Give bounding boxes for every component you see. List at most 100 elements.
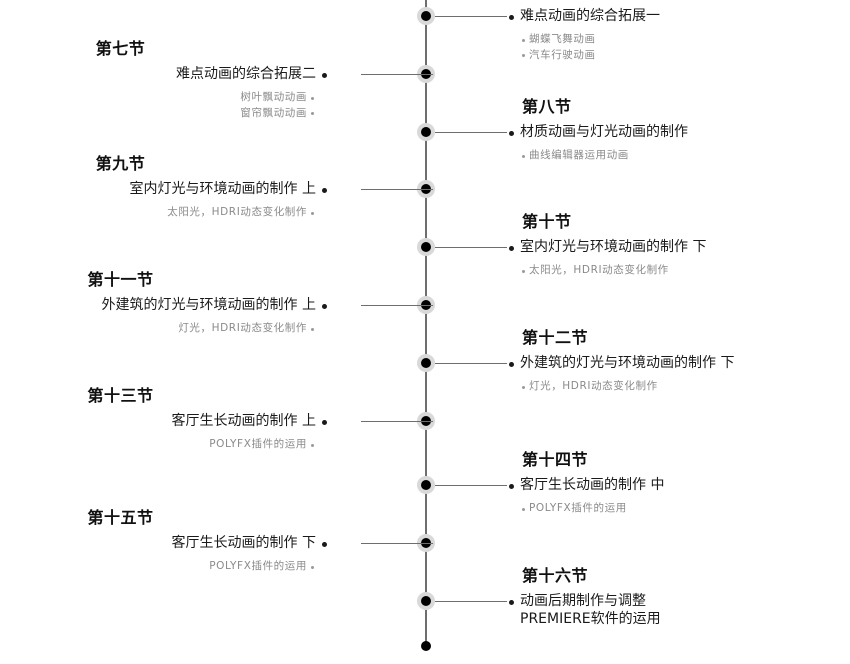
sub-bullet-icon bbox=[522, 269, 525, 273]
entry-sub-item: 曲线编辑器运用动画 bbox=[509, 148, 839, 163]
bullet-icon bbox=[509, 15, 514, 20]
entry-main-row: 难点动画的综合拓展一 bbox=[509, 7, 839, 25]
section-title: 第十二节 bbox=[522, 328, 589, 347]
entry-sub-list: POLYFX插件的运用 bbox=[509, 501, 839, 516]
timeline-entry[interactable]: 第七节难点动画的综合拓展二树叶飘动动画窗帘飘动动画 bbox=[0, 39, 327, 121]
section-title: 第十六节 bbox=[522, 566, 589, 585]
section-title: 第十四节 bbox=[522, 450, 589, 469]
timeline-connector bbox=[435, 485, 507, 486]
entry-sub-list: 灯光，HDRI动态变化制作 bbox=[509, 379, 839, 394]
timeline-connector bbox=[435, 363, 507, 364]
entry-main-row: 材质动画与灯光动画的制作 bbox=[509, 123, 839, 141]
timeline-connector bbox=[435, 16, 507, 17]
bullet-icon bbox=[509, 484, 514, 489]
entry-main-row: 室内灯光与环境动画的制作 上 bbox=[0, 180, 327, 198]
timeline-connector bbox=[435, 247, 507, 248]
sub-bullet-icon bbox=[311, 96, 314, 100]
timeline-entry[interactable]: 难点动画的综合拓展一蝴蝶飞舞动画汽车行驶动画 bbox=[509, 7, 839, 63]
entry-sub-item: POLYFX插件的运用 bbox=[0, 559, 327, 574]
entry-sub-item: 灯光，HDRI动态变化制作 bbox=[0, 321, 327, 336]
timeline-entry[interactable]: 第十六节动画后期制作与调整 PREMIERE软件的运用 bbox=[509, 566, 839, 629]
timeline-connector bbox=[361, 189, 433, 190]
sub-bullet-icon bbox=[522, 154, 525, 158]
entry-main-text: 室内灯光与环境动画的制作 下 bbox=[520, 239, 707, 255]
timeline-end-dot bbox=[421, 641, 431, 651]
entry-sub-item: 灯光，HDRI动态变化制作 bbox=[509, 379, 839, 394]
entry-sub-list: POLYFX插件的运用 bbox=[0, 437, 327, 452]
timeline-node[interactable] bbox=[417, 123, 435, 141]
sub-bullet-icon bbox=[522, 38, 525, 42]
bullet-icon bbox=[509, 246, 514, 251]
timeline-node[interactable] bbox=[417, 238, 435, 256]
timeline-entry[interactable]: 第十二节外建筑的灯光与环境动画的制作 下灯光，HDRI动态变化制作 bbox=[509, 328, 839, 395]
entry-sub-text: POLYFX插件的运用 bbox=[529, 502, 627, 515]
section-title: 第八节 bbox=[522, 97, 572, 116]
sub-bullet-icon bbox=[522, 507, 525, 511]
bullet-icon bbox=[322, 542, 327, 547]
sub-bullet-icon bbox=[522, 53, 525, 57]
entry-sub-text: 蝴蝶飞舞动画 bbox=[529, 33, 596, 46]
entry-sub-text: 灯光，HDRI动态变化制作 bbox=[529, 380, 658, 393]
bullet-icon bbox=[322, 420, 327, 425]
timeline-node[interactable] bbox=[417, 7, 435, 25]
entry-sub-item: POLYFX插件的运用 bbox=[0, 437, 327, 452]
entry-main-text: 客厅生长动画的制作 上 bbox=[171, 413, 316, 429]
timeline-entry[interactable]: 第八节材质动画与灯光动画的制作曲线编辑器运用动画 bbox=[509, 97, 839, 164]
sub-bullet-icon bbox=[311, 211, 314, 215]
entry-sub-item: 太阳光，HDRI动态变化制作 bbox=[509, 263, 839, 278]
entry-sub-item: 汽车行驶动画 bbox=[509, 48, 839, 63]
sub-bullet-icon bbox=[311, 327, 314, 331]
entry-sub-item: 蝴蝶飞舞动画 bbox=[509, 32, 839, 47]
entry-sub-text: 窗帘飘动动画 bbox=[240, 106, 307, 119]
section-title: 第十一节 bbox=[87, 270, 154, 289]
entry-main-row: 外建筑的灯光与环境动画的制作 上 bbox=[0, 296, 327, 314]
bullet-icon bbox=[322, 73, 327, 78]
entry-main-text: 难点动画的综合拓展一 bbox=[520, 8, 660, 24]
entry-main-text: 材质动画与灯光动画的制作 bbox=[520, 124, 688, 140]
bullet-icon bbox=[322, 304, 327, 309]
section-title: 第十节 bbox=[522, 212, 572, 231]
timeline-connector bbox=[435, 132, 507, 133]
sub-bullet-icon bbox=[311, 565, 314, 569]
entry-sub-item: 窗帘飘动动画 bbox=[0, 106, 327, 121]
timeline-entry[interactable]: 第十四节客厅生长动画的制作 中 POLYFX插件的运用 bbox=[509, 450, 839, 517]
entry-main-text: 外建筑的灯光与环境动画的制作 下 bbox=[520, 355, 735, 371]
entry-sub-list: POLYFX插件的运用 bbox=[0, 559, 327, 574]
timeline-node[interactable] bbox=[417, 592, 435, 610]
entry-main-text: 难点动画的综合拓展二 bbox=[176, 66, 316, 82]
sub-bullet-icon bbox=[311, 443, 314, 447]
entry-main-row: 动画后期制作与调整 PREMIERE软件的运用 bbox=[509, 592, 839, 629]
entry-sub-list: 曲线编辑器运用动画 bbox=[509, 148, 839, 163]
entry-sub-text: 汽车行驶动画 bbox=[529, 48, 596, 61]
section-title: 第七节 bbox=[95, 39, 146, 58]
entry-sub-list: 太阳光，HDRI动态变化制作 bbox=[509, 263, 839, 278]
entry-main-row: 外建筑的灯光与环境动画的制作 下 bbox=[509, 354, 839, 372]
timeline-node[interactable] bbox=[417, 476, 435, 494]
sub-bullet-icon bbox=[311, 111, 314, 115]
timeline-connector bbox=[361, 305, 433, 306]
timeline-connector bbox=[361, 543, 433, 544]
entry-main-text: 外建筑的灯光与环境动画的制作 上 bbox=[101, 297, 316, 313]
entry-main-row: 室内灯光与环境动画的制作 下 bbox=[509, 238, 839, 256]
timeline-entry[interactable]: 第九节室内灯光与环境动画的制作 上太阳光，HDRI动态变化制作 bbox=[0, 154, 327, 221]
entry-main-text: 客厅生长动画的制作 中 bbox=[520, 477, 665, 493]
entry-main-row: 难点动画的综合拓展二 bbox=[0, 65, 327, 83]
timeline-connector bbox=[361, 421, 433, 422]
bullet-icon bbox=[509, 600, 514, 605]
bullet-icon bbox=[509, 362, 514, 367]
timeline-connector bbox=[361, 74, 433, 75]
bullet-icon bbox=[509, 131, 514, 136]
entry-main-row: 客厅生长动画的制作 下 bbox=[0, 534, 327, 552]
entry-sub-text: 灯光，HDRI动态变化制作 bbox=[178, 322, 307, 335]
entry-sub-item: POLYFX插件的运用 bbox=[509, 501, 839, 516]
timeline-entry[interactable]: 第十节室内灯光与环境动画的制作 下太阳光，HDRI动态变化制作 bbox=[509, 212, 839, 279]
timeline-entry[interactable]: 第十三节客厅生长动画的制作 上 POLYFX插件的运用 bbox=[0, 386, 327, 453]
timeline-entry[interactable]: 第十一节外建筑的灯光与环境动画的制作 上灯光，HDRI动态变化制作 bbox=[0, 270, 327, 337]
entry-sub-text: 树叶飘动动画 bbox=[240, 91, 307, 104]
timeline-node[interactable] bbox=[417, 354, 435, 372]
entry-sub-list: 蝴蝶飞舞动画汽车行驶动画 bbox=[509, 32, 839, 62]
section-title: 第十三节 bbox=[87, 386, 154, 405]
section-title: 第九节 bbox=[95, 154, 146, 173]
entry-main-text: 动画后期制作与调整 PREMIERE软件的运用 bbox=[520, 593, 661, 628]
